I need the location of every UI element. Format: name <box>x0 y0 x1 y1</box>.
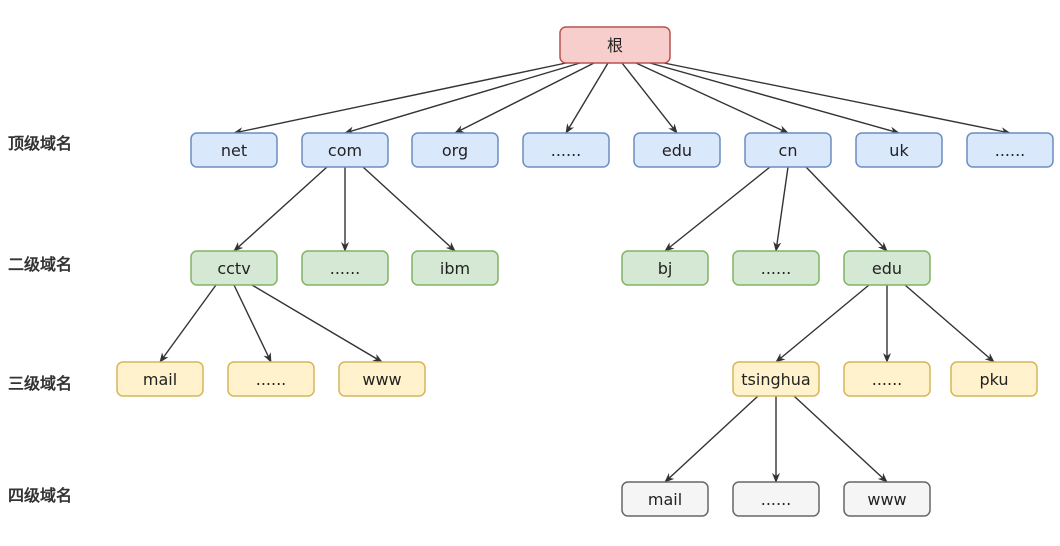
edge-root-cn <box>635 62 789 134</box>
node-mail1: mail <box>116 361 204 397</box>
node-label: net <box>221 141 247 160</box>
node-box <box>744 132 832 168</box>
level-label-second: 二级域名 <box>8 255 73 274</box>
node-box <box>301 132 389 168</box>
node-label: pku <box>979 370 1008 389</box>
node-label: com <box>328 141 362 160</box>
node-edu1: edu <box>633 132 721 168</box>
node-box <box>190 250 278 286</box>
edge-cctv-www1 <box>251 284 383 363</box>
node-box <box>855 132 943 168</box>
node-edu2: edu <box>843 250 931 286</box>
node-label: edu <box>872 259 902 278</box>
node-www2: www <box>843 481 931 517</box>
node-box <box>966 132 1054 168</box>
node-label: tsinghua <box>741 370 810 389</box>
node-etc7: ...... <box>732 481 820 517</box>
node-box <box>190 132 278 168</box>
node-root: 根 <box>559 26 671 64</box>
node-com: com <box>301 132 389 168</box>
node-box <box>950 361 1038 397</box>
node-org: org <box>411 132 499 168</box>
node-box <box>621 481 709 517</box>
node-label: ...... <box>761 490 792 509</box>
edge-root-uk <box>649 62 900 135</box>
edge-cn-etc4 <box>773 166 789 252</box>
node-label: edu <box>662 141 692 160</box>
node-etc3: ...... <box>301 250 389 286</box>
edge-root-org <box>454 62 595 134</box>
node-box <box>843 361 931 397</box>
node-etc2: ...... <box>966 132 1054 168</box>
node-label: mail <box>143 370 177 389</box>
node-label: cctv <box>217 259 250 278</box>
edges <box>159 62 1011 483</box>
level-label-third: 三级域名 <box>8 374 73 393</box>
node-box <box>732 481 820 517</box>
node-box <box>732 361 820 397</box>
edge-root-edu1 <box>621 62 678 134</box>
node-label: ...... <box>256 370 287 389</box>
node-box <box>301 250 389 286</box>
level-label-fourth: 四级域名 <box>8 486 73 505</box>
edge-cn-edu2 <box>805 166 888 252</box>
node-label: www <box>867 490 906 509</box>
node-etc5: ...... <box>227 361 315 397</box>
node-etc4: ...... <box>732 250 820 286</box>
node-box <box>732 250 820 286</box>
edge-com-cctv <box>233 166 328 252</box>
edge-tsinghua-mail2 <box>664 395 759 483</box>
edge-cctv-etc5 <box>233 284 272 363</box>
node-www1: www <box>338 361 426 397</box>
node-tsinghua: tsinghua <box>732 361 820 397</box>
node-label: ...... <box>872 370 903 389</box>
node-label: bj <box>658 259 673 278</box>
nodes: 根 net com org...... edu cn uk...... cctv...... i… <box>116 26 1054 517</box>
node-net: net <box>190 132 278 168</box>
node-label: 根 <box>607 36 623 55</box>
node-box <box>559 26 671 64</box>
node-label: uk <box>889 141 909 160</box>
node-etc6: ...... <box>843 361 931 397</box>
node-etc1: ...... <box>522 132 610 168</box>
node-box <box>116 361 204 397</box>
edge-cctv-mail1 <box>159 284 217 363</box>
node-uk: uk <box>855 132 943 168</box>
node-box <box>227 361 315 397</box>
edge-edu2-tsinghua <box>775 284 870 363</box>
node-label: ibm <box>440 259 470 278</box>
node-label: www <box>362 370 401 389</box>
node-box <box>843 481 931 517</box>
node-box <box>633 132 721 168</box>
edge-root-etc2 <box>663 62 1011 136</box>
edge-root-net <box>233 62 567 136</box>
node-label: ...... <box>761 259 792 278</box>
node-pku: pku <box>950 361 1038 397</box>
node-box <box>411 132 499 168</box>
edge-root-com <box>344 62 581 135</box>
node-label: org <box>442 141 468 160</box>
node-label: ...... <box>330 259 361 278</box>
node-box <box>411 250 499 286</box>
node-box <box>621 250 709 286</box>
node-ibm: ibm <box>411 250 499 286</box>
node-box <box>843 250 931 286</box>
level-label-top: 顶级域名 <box>8 134 73 153</box>
node-label: ...... <box>995 141 1026 160</box>
node-mail2: mail <box>621 481 709 517</box>
edge-cn-bj <box>664 166 771 252</box>
edge-tsinghua-www2 <box>793 395 888 483</box>
edge-edu2-pku <box>904 284 995 363</box>
node-cctv: cctv <box>190 250 278 286</box>
node-label: ...... <box>551 141 582 160</box>
node-box <box>522 132 610 168</box>
edge-root-etc1 <box>565 62 609 134</box>
edge-com-ibm <box>362 166 456 252</box>
node-bj: bj <box>621 250 709 286</box>
node-label: mail <box>648 490 682 509</box>
node-box <box>338 361 426 397</box>
node-cn: cn <box>744 132 832 168</box>
node-label: cn <box>779 141 798 160</box>
